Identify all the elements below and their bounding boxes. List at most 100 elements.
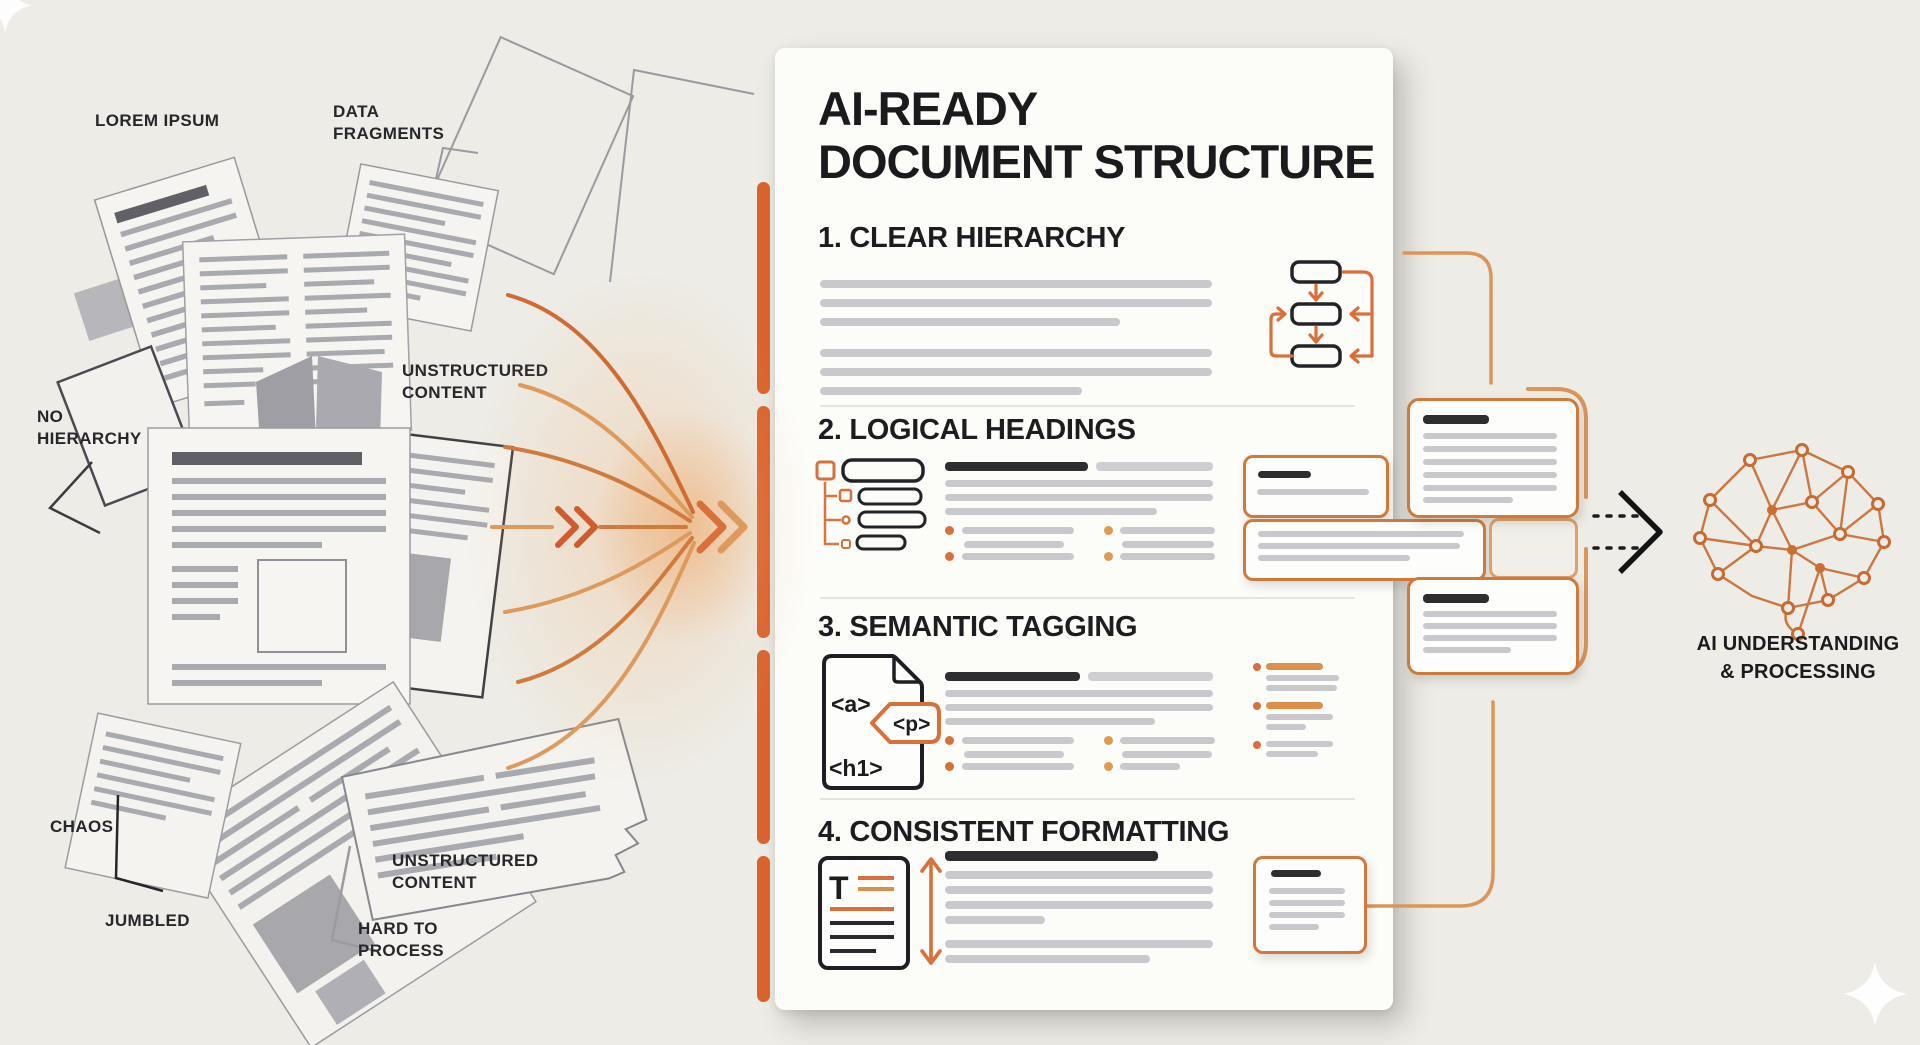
section1-heading: 1. CLEAR HIERARCHY xyxy=(818,222,1126,254)
card-line xyxy=(1423,446,1557,452)
skeleton-line xyxy=(820,368,1212,376)
skeleton-line xyxy=(820,299,1212,307)
t-glyph: T xyxy=(829,870,849,906)
card-line xyxy=(1423,635,1557,641)
annotation-unstructured-content-bottom: UNSTRUCTURED CONTENT xyxy=(392,851,539,893)
pointer-line-hard-to-process xyxy=(330,845,377,953)
outline-tree-icon xyxy=(815,458,927,551)
card-line xyxy=(1258,543,1460,549)
card-line xyxy=(1269,912,1345,918)
card-line xyxy=(1423,433,1557,439)
annotation-hard-to-process: HARD TO PROCESS xyxy=(358,919,444,961)
skeleton-line xyxy=(962,763,1074,770)
skeleton-line xyxy=(1120,527,1215,534)
card-line xyxy=(1423,485,1557,491)
card-heading-bar xyxy=(1423,594,1489,603)
tag-h1-label: <h1> xyxy=(829,755,883,781)
bullet-dot xyxy=(945,526,954,535)
card-line xyxy=(1269,900,1345,906)
annotation-no-hierarchy: NO HIERARCHY xyxy=(37,407,142,449)
skeleton-line xyxy=(1096,462,1213,471)
skeleton-line xyxy=(945,886,1213,894)
skeleton-line xyxy=(945,718,1155,725)
structured-card-empty xyxy=(1489,518,1578,579)
annotation-data-fragments: DATA FRAGMENTS xyxy=(333,102,445,144)
card-line xyxy=(1257,489,1369,495)
connector-section1 xyxy=(1402,251,1493,385)
tag-p-label: <p> xyxy=(893,713,930,736)
skeleton-line xyxy=(1266,724,1306,730)
card-line xyxy=(1423,497,1513,503)
annotation-chaos: CHAOS xyxy=(50,817,114,836)
section-divider xyxy=(820,597,1355,599)
section2-heading: 2. LOGICAL HEADINGS xyxy=(818,414,1136,446)
annotation-lorem-ipsum: LOREM IPSUM xyxy=(95,111,220,130)
structured-card-wide xyxy=(1243,519,1486,581)
card-line xyxy=(1258,531,1464,537)
skeleton-heading xyxy=(945,851,1158,861)
annotation-unstructured-content-top: UNSTRUCTURED CONTENT xyxy=(402,361,549,403)
section1-accent-bar xyxy=(757,182,770,394)
skeleton-line xyxy=(1266,675,1339,681)
skeleton-line xyxy=(962,553,1074,560)
flowchart-icon xyxy=(1269,260,1374,368)
card-line xyxy=(1423,647,1511,653)
tagged-document-icon: <a> <h1> <p> xyxy=(822,654,941,790)
document-central xyxy=(147,427,411,705)
document-pile-illustration xyxy=(47,35,755,1045)
section4-accent-bar xyxy=(757,856,770,1002)
skeleton-line xyxy=(820,387,1082,395)
skeleton-line xyxy=(945,916,1045,924)
card-line xyxy=(1269,924,1319,930)
pointer-line xyxy=(47,461,101,535)
skeleton-line xyxy=(1120,737,1215,744)
bullet-dot xyxy=(1253,741,1261,749)
skeleton-line xyxy=(820,318,1120,326)
skeleton-line xyxy=(945,901,1213,909)
card-heading-bar xyxy=(1271,870,1321,877)
skeleton-line xyxy=(1120,763,1180,770)
skeleton-line xyxy=(945,508,1157,515)
card-heading-bar xyxy=(1258,471,1311,478)
bullet-dot xyxy=(945,762,954,771)
bullet-dot xyxy=(1253,702,1261,710)
output-label: AI UNDERSTANDING & PROCESSING xyxy=(1696,633,1900,683)
skeleton-line xyxy=(1122,751,1212,758)
ai-brain-network-icon xyxy=(1693,443,1891,641)
card-line xyxy=(1423,459,1557,465)
bullet-dot xyxy=(1104,736,1113,745)
structured-card-small xyxy=(1243,455,1389,518)
card-line xyxy=(1423,623,1557,629)
card-line xyxy=(1269,888,1345,894)
section-divider xyxy=(820,405,1355,407)
sparkle-icon xyxy=(1843,962,1907,1026)
skeleton-line xyxy=(945,940,1213,948)
bullet-dot xyxy=(1104,762,1113,771)
typography-document-icon: T xyxy=(818,856,910,970)
section2-accent-bar xyxy=(757,406,770,638)
bullet-dot xyxy=(1104,526,1113,535)
arrow-to-ai-icon xyxy=(1592,490,1663,574)
panel-title: AI-READY DOCUMENT STRUCTURE xyxy=(818,82,1375,189)
bullet-dot xyxy=(945,736,954,745)
card-line xyxy=(1423,472,1557,478)
card-line xyxy=(1423,611,1557,617)
skeleton-line-orange xyxy=(1266,663,1323,670)
skeleton-line xyxy=(962,737,1074,744)
skeleton-line xyxy=(945,704,1213,711)
section3-accent-bar xyxy=(757,650,770,844)
pointer-line-chaos xyxy=(114,794,164,893)
bullet-dot xyxy=(1104,552,1113,561)
annotation-jumbled: JUMBLED xyxy=(105,911,190,930)
skeleton-line xyxy=(962,527,1074,534)
skeleton-line xyxy=(1088,672,1213,681)
skeleton-line xyxy=(1266,685,1337,691)
tag-a-label: <a> xyxy=(831,691,871,717)
skeleton-line xyxy=(945,955,1150,963)
skeleton-heading xyxy=(945,672,1080,681)
skeleton-line xyxy=(1266,714,1333,720)
bullet-dot xyxy=(1253,663,1261,671)
document-small-sw xyxy=(64,712,242,899)
skeleton-line xyxy=(820,349,1212,357)
